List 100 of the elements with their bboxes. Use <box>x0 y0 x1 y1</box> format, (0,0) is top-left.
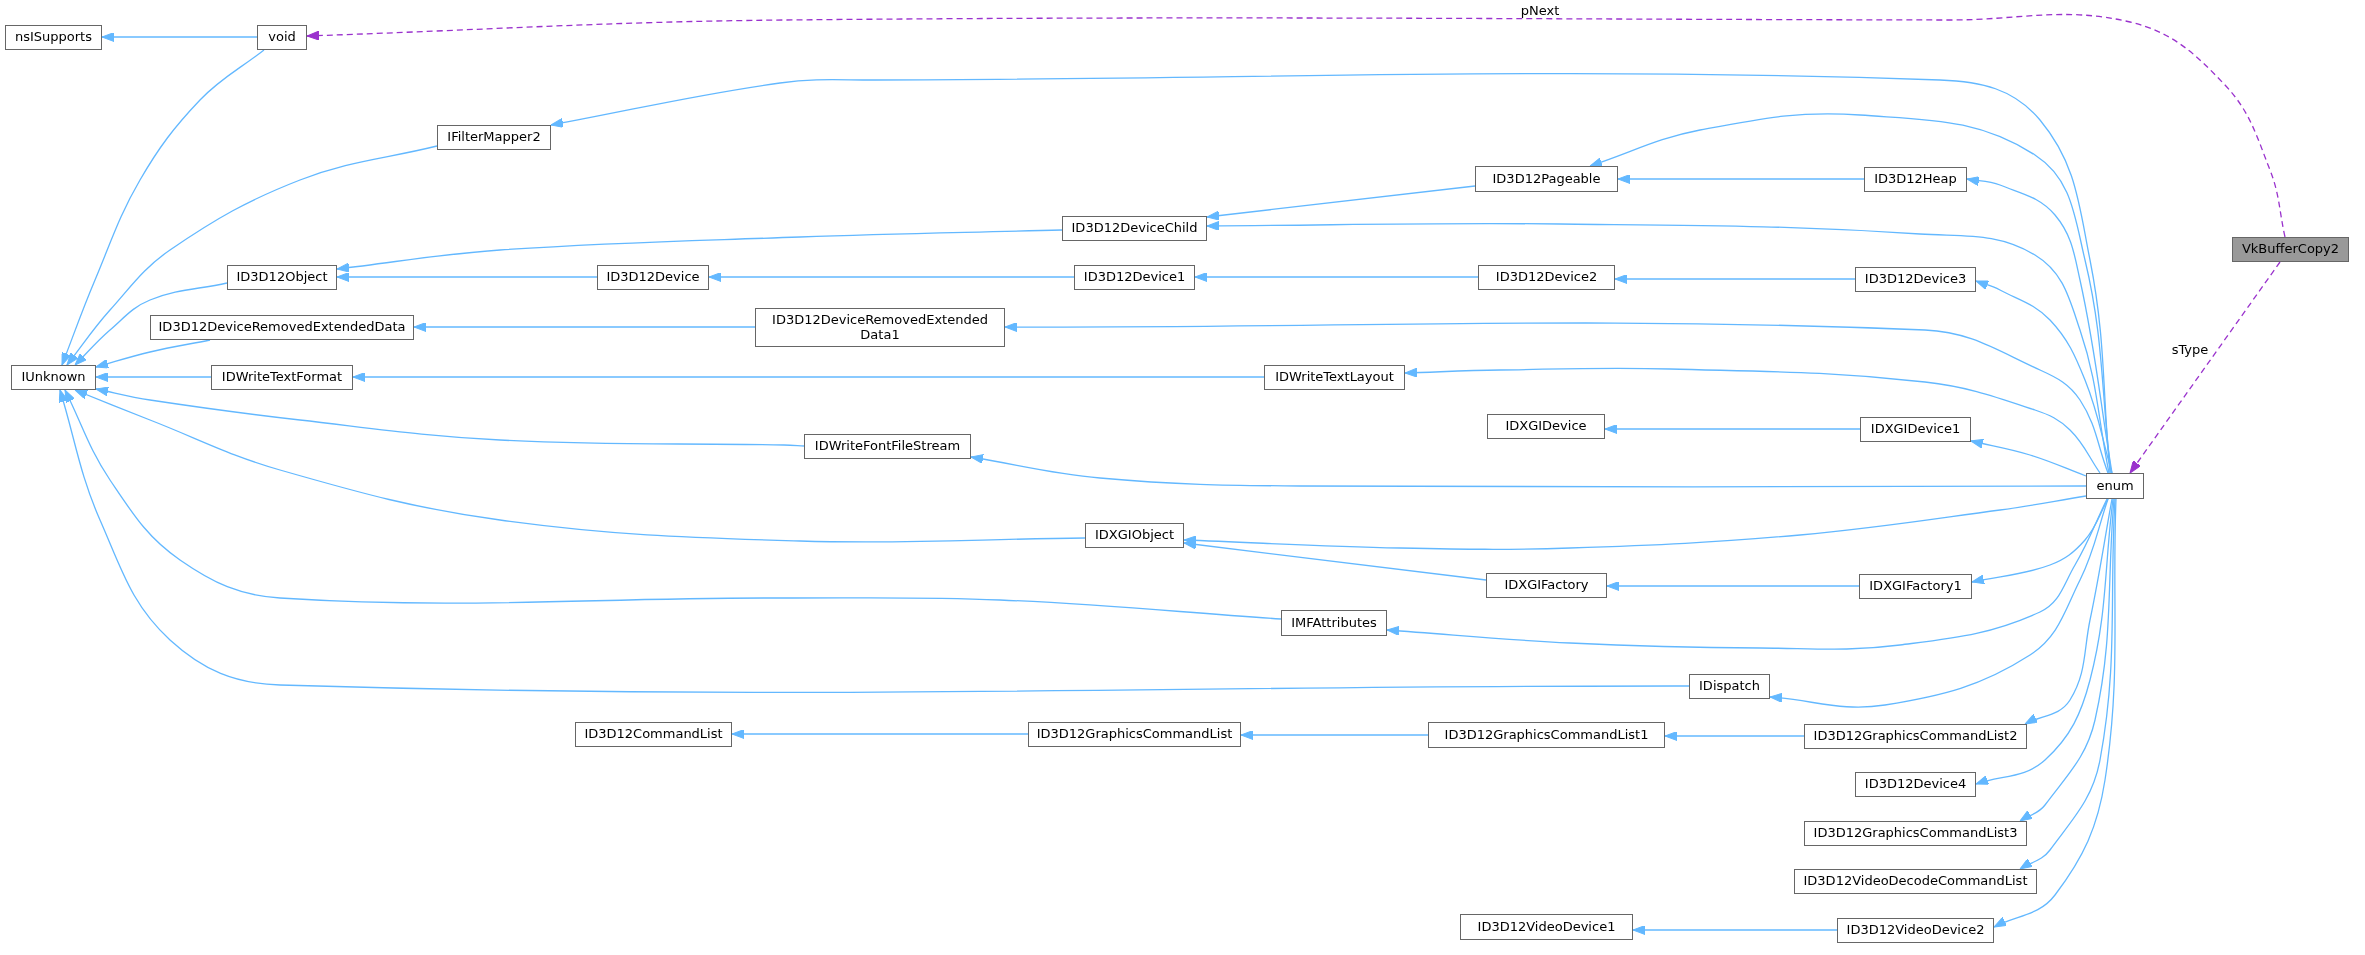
class-box <box>227 265 337 290</box>
class-name: ID3D12DeviceRemovedExtendedData <box>158 320 406 335</box>
inheritance-arrow <box>1664 731 1805 741</box>
class-box <box>1281 610 1387 636</box>
inheritance-arrow <box>1617 174 1865 184</box>
inheritance-arrow <box>1970 438 2087 477</box>
class-name: IDispatch <box>1699 679 1760 694</box>
inheritance-arrow <box>95 339 211 369</box>
class-box <box>150 315 414 340</box>
class-box <box>1085 523 1184 548</box>
inheritance-arrow <box>101 32 258 42</box>
class-name: ID3D12Device2 <box>1495 270 1598 285</box>
inheritance-arrow <box>1632 925 1838 935</box>
inheritance-arrow <box>413 322 756 332</box>
class-name: ID3D12Object <box>236 270 328 285</box>
class-box <box>11 365 96 390</box>
class-box <box>437 125 551 150</box>
inheritance-arrow <box>1206 185 1476 221</box>
class-name: ID3D12VideoDevice1 <box>1477 919 1616 935</box>
inheritance-arrow <box>352 372 1265 382</box>
class-box <box>1486 573 1607 598</box>
class-name: IUnknown <box>21 370 86 385</box>
class-box <box>597 265 709 290</box>
inheritance-arrow <box>1614 274 1856 284</box>
class-box <box>1475 166 1618 192</box>
inheritance-arrow <box>1240 730 1429 740</box>
class-box <box>2086 473 2144 499</box>
class-box <box>1860 417 1971 442</box>
inheritance-arrow <box>731 729 1029 739</box>
inheritance-arrow <box>550 72 2111 474</box>
inheritance-arrow <box>1606 581 1860 591</box>
class-box <box>1855 267 1976 292</box>
class-name: IDXGIDevice1 <box>1870 422 1961 437</box>
inheritance-arrow <box>1604 424 1861 434</box>
inheritance-arrow <box>1194 272 1479 282</box>
inheritance-arrow <box>336 229 1063 273</box>
inheritance-arrow <box>1206 220 2110 474</box>
inheritance-arrow <box>95 372 212 382</box>
class-name: ID3D12GraphicsCommandList <box>1036 727 1233 742</box>
dashed-arrow <box>2129 261 2281 474</box>
class-box <box>575 722 732 747</box>
inheritance-arrow <box>1183 539 1487 581</box>
class-name: IDXGIFactory1 <box>1869 579 1962 594</box>
class-name: ID3D12DeviceChild <box>1071 221 1198 236</box>
class-name: ID3D12CommandList <box>584 727 723 742</box>
class-name: ID3D12VideoDecodeCommandList <box>1803 874 2028 889</box>
class-name: ID3D12VideoDevice2 <box>1846 923 1985 938</box>
inheritance-arrow <box>336 272 598 282</box>
class-name: IDXGIFactory <box>1504 578 1589 593</box>
class-box <box>211 365 353 390</box>
class-name: ID3D12GraphicsCommandList2 <box>1813 729 2018 744</box>
class-box <box>1859 574 1972 599</box>
inheritance-arrow <box>1589 113 2112 474</box>
class-name: IDWriteTextLayout <box>1275 370 1394 385</box>
class-name: VkBufferCopy2 <box>2241 242 2340 257</box>
class-box <box>1804 821 2027 846</box>
class-box <box>1428 722 1665 748</box>
class-name: ID3D12GraphicsCommandList3 <box>1813 826 2018 841</box>
class-name: ID3D12Device1 <box>1083 270 1186 285</box>
inheritance-arrow <box>58 389 1690 693</box>
class-box <box>755 308 1005 347</box>
class-box <box>1478 265 1615 290</box>
inheritance-arrow <box>1404 367 2101 474</box>
class-box <box>1689 674 1770 699</box>
class-name: ID3D12Device3 <box>1864 272 1967 287</box>
inheritance-arrow <box>1975 498 2114 786</box>
class-box <box>1794 869 2037 894</box>
inheritance-arrow <box>61 49 265 366</box>
focused-class-box <box>2232 237 2349 262</box>
inheritance-arrow <box>970 454 2087 488</box>
class-name: IDXGIDevice <box>1505 419 1587 434</box>
class-name: IMFAttributes <box>1291 615 1377 631</box>
inheritance-arrow <box>1183 495 2087 550</box>
class-name: ID3D12Pageable <box>1492 171 1601 187</box>
class-box <box>1062 216 1207 241</box>
class-box <box>5 25 102 50</box>
class-name: ID3D12DeviceRemovedExtended Data1 <box>771 313 989 342</box>
class-box <box>1487 414 1605 439</box>
class-name: ID3D12GraphicsCommandList1 <box>1444 727 1649 743</box>
class-name: void <box>268 30 296 45</box>
dashed-arrow <box>306 13 2286 238</box>
class-box <box>1855 772 1976 797</box>
class-box <box>1460 914 1633 940</box>
class-name: IDWriteTextFormat <box>221 370 343 385</box>
inheritance-arrow <box>64 389 1282 620</box>
class-box <box>1028 722 1241 747</box>
inheritance-arrow <box>74 389 1086 543</box>
class-name: ID3D12Device <box>606 270 700 285</box>
inheritance-arrow <box>74 282 228 366</box>
class-box <box>1864 167 1967 192</box>
class-box <box>1804 724 2027 749</box>
class-box <box>1837 918 1994 943</box>
inheritance-arrow <box>66 145 438 366</box>
inheritance-arrow <box>2024 498 2113 725</box>
inheritance-arrow <box>95 386 805 447</box>
class-box <box>1074 265 1195 290</box>
inheritance-arrow <box>1004 322 2109 474</box>
class-name: IDWriteFontFileStream <box>814 439 961 454</box>
inheritance-arrow <box>1386 498 2108 650</box>
class-name: ID3D12Heap <box>1874 172 1957 187</box>
